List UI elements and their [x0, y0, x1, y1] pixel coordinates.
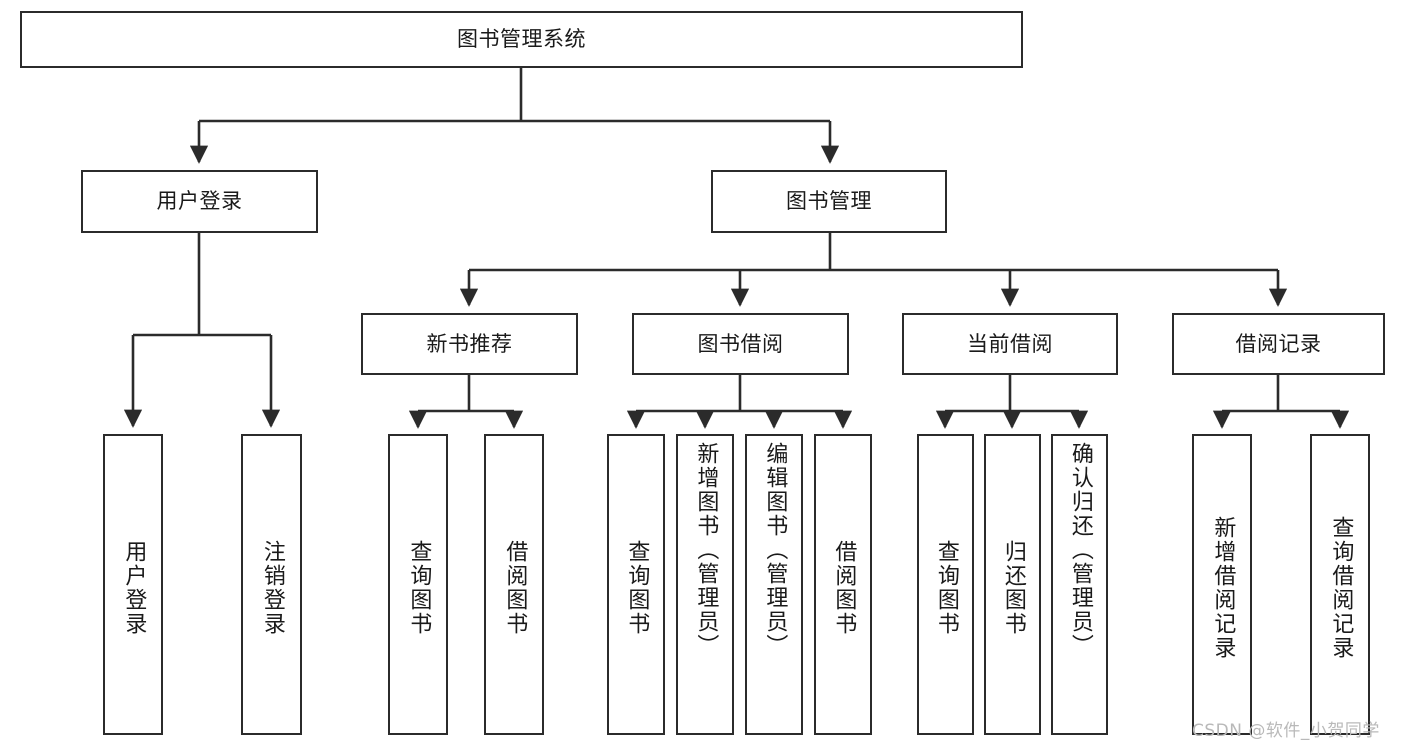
node-book-borrow: 图书借阅: [632, 313, 849, 375]
node-book-manage-label: 图书管理: [786, 189, 872, 214]
node-leaf-add-record-label: 新增借阅记录: [1210, 515, 1236, 660]
node-leaf-borrow-book-2: 借阅图书: [814, 434, 872, 735]
node-leaf-logout-label: 注销登录: [259, 539, 285, 636]
node-leaf-query-book-2: 查询图书: [607, 434, 665, 735]
node-leaf-edit-book: 编辑图书（管理员）: [745, 434, 803, 735]
node-leaf-query-book-1: 查询图书: [388, 434, 448, 735]
node-borrow-record-label: 借阅记录: [1235, 331, 1322, 356]
node-leaf-query-record: 查询借阅记录: [1310, 434, 1370, 735]
node-new-book-recommend: 新书推荐: [361, 313, 578, 375]
node-leaf-query-book-2-label: 查询图书: [624, 539, 650, 636]
node-current-borrow-label: 当前借阅: [967, 331, 1053, 356]
node-leaf-query-book-1-label: 查询图书: [406, 539, 432, 636]
node-root-label: 图书管理系统: [457, 27, 586, 52]
node-leaf-confirm-return: 确认归还（管理员）: [1051, 434, 1108, 735]
node-book-borrow-label: 图书借阅: [697, 331, 784, 356]
node-root: 图书管理系统: [20, 11, 1023, 68]
node-borrow-record: 借阅记录: [1172, 313, 1385, 375]
csdn-watermark: CSDN @软件_小贺同学: [1192, 721, 1380, 741]
node-leaf-user-login-label: 用户登录: [121, 539, 147, 636]
node-leaf-borrow-book-2-label: 借阅图书: [831, 539, 857, 636]
node-new-book-recommend-label: 新书推荐: [426, 331, 513, 356]
node-leaf-confirm-return-label: 确认归还（管理员）: [1067, 442, 1093, 658]
node-leaf-query-book-3: 查询图书: [917, 434, 974, 735]
node-current-borrow: 当前借阅: [902, 313, 1118, 375]
node-leaf-edit-book-label: 编辑图书（管理员）: [762, 442, 788, 658]
node-leaf-borrow-book-1: 借阅图书: [484, 434, 544, 735]
node-leaf-borrow-book-1-label: 借阅图书: [502, 539, 528, 636]
node-leaf-return-book: 归还图书: [984, 434, 1041, 735]
node-leaf-add-record: 新增借阅记录: [1192, 434, 1252, 735]
node-leaf-add-book-label: 新增图书（管理员）: [693, 442, 719, 658]
node-book-manage: 图书管理: [711, 170, 947, 233]
node-user-login: 用户登录: [81, 170, 318, 233]
node-leaf-query-book-3-label: 查询图书: [933, 539, 959, 636]
node-leaf-query-record-label: 查询借阅记录: [1328, 515, 1354, 660]
node-leaf-return-book-label: 归还图书: [1000, 539, 1026, 636]
node-leaf-user-login: 用户登录: [103, 434, 163, 735]
node-leaf-logout: 注销登录: [241, 434, 302, 735]
node-leaf-add-book: 新增图书（管理员）: [676, 434, 734, 735]
node-user-login-label: 用户登录: [156, 189, 243, 214]
